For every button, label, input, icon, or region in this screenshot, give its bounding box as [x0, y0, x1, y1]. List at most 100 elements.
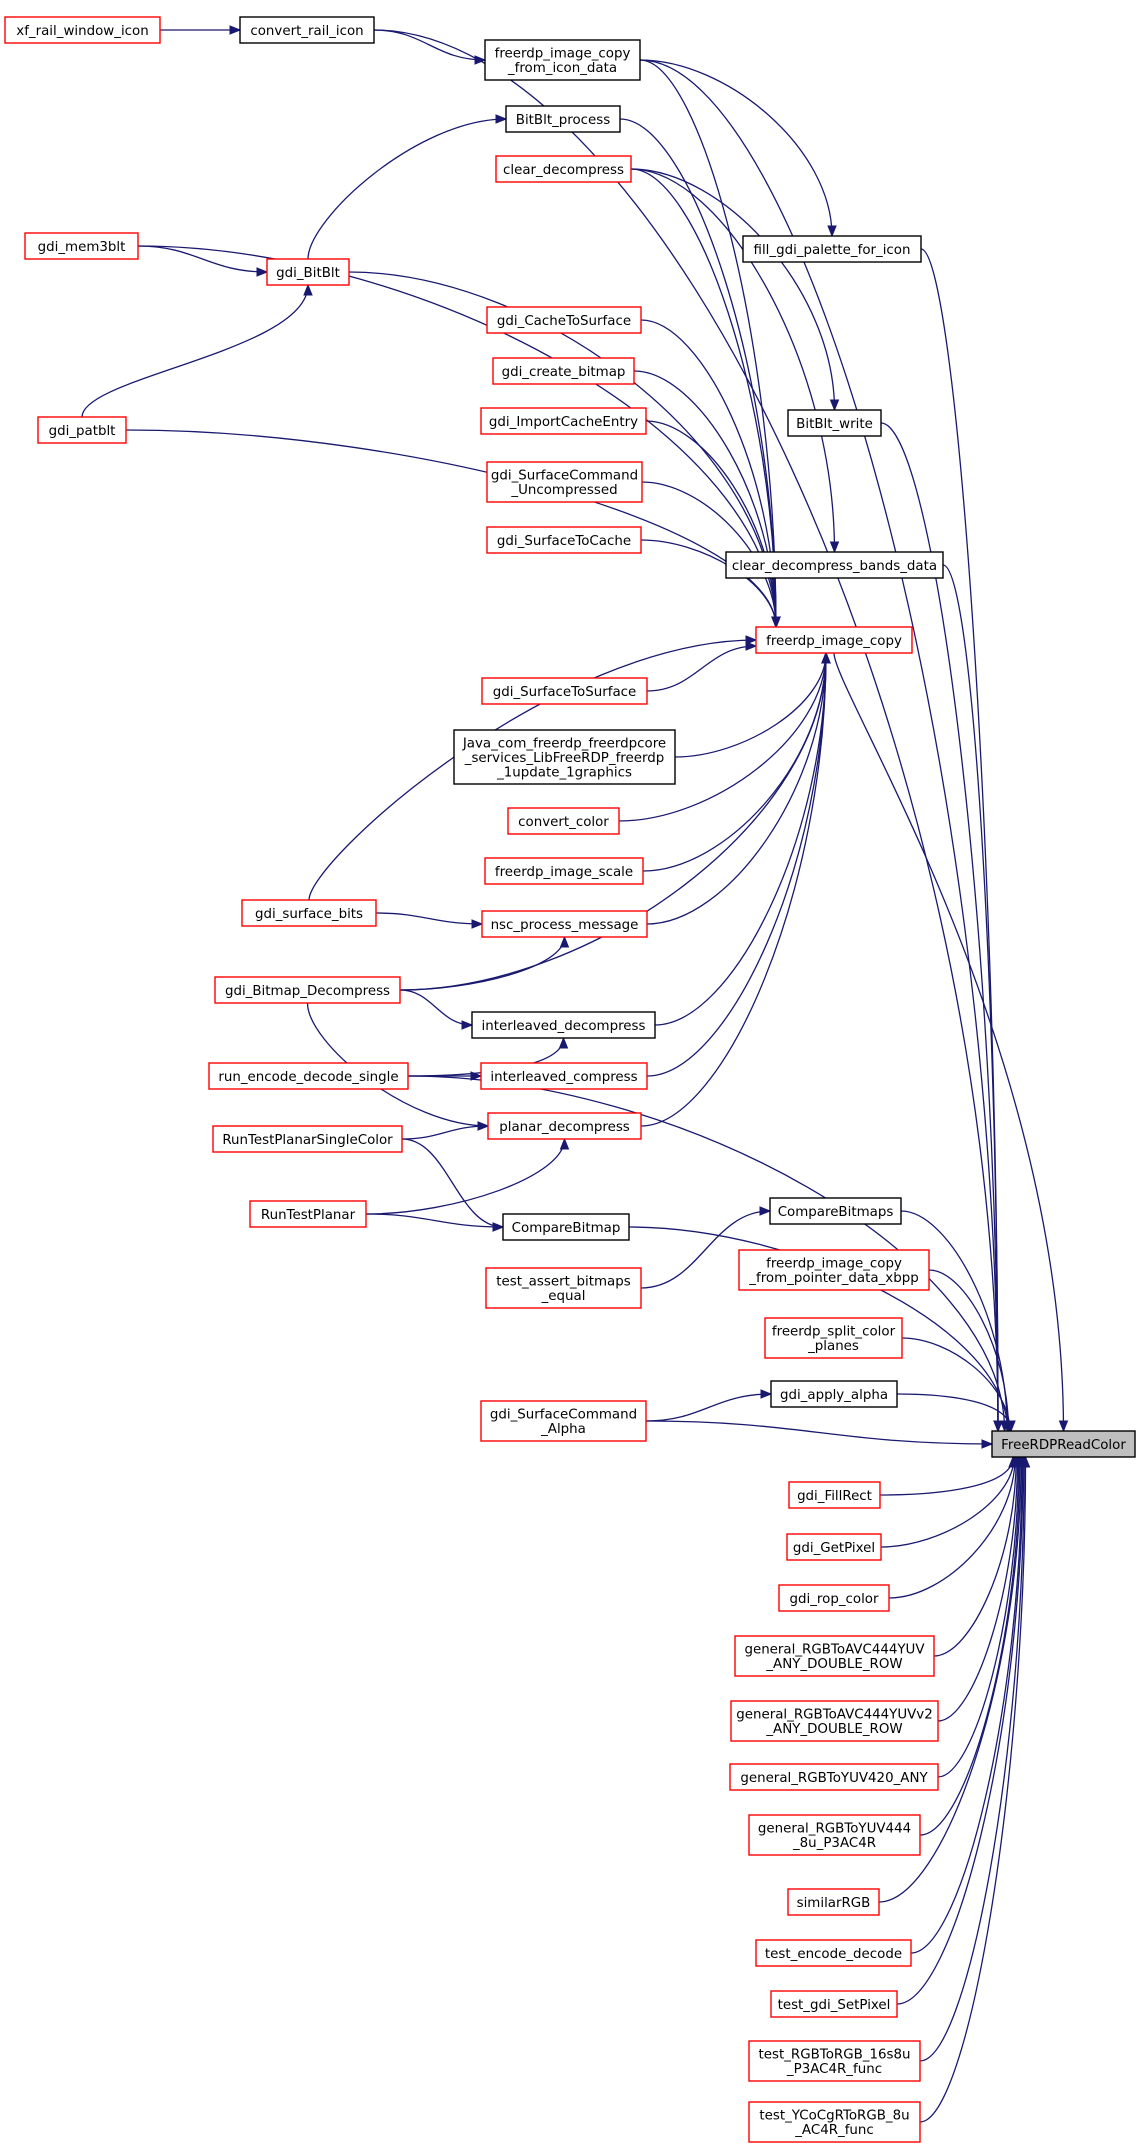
edge-line	[879, 1456, 1014, 1496]
node-interleaved-compress[interactable]: interleaved_compress	[480, 1062, 648, 1090]
edge-line	[307, 118, 507, 260]
node-fic-xbpp[interactable]: freerdp_image_copy_from_pointer_data_xbp…	[738, 1249, 930, 1291]
node-label: _equal	[541, 1289, 586, 1304]
node-gdi-fillrect[interactable]: gdi_FillRect	[788, 1481, 881, 1509]
node-clear-decompress[interactable]: clear_decompress	[495, 155, 632, 183]
node-gyuv444[interactable]: general_RGBToYUV444_8u_P3AC4R	[748, 1814, 921, 1856]
node-box	[487, 1112, 642, 1140]
node-cdbd[interactable]: clear_decompress_bands_data	[725, 551, 944, 579]
edge-line	[910, 1456, 1023, 1954]
node-label: gdi_create_bitmap	[502, 365, 626, 380]
node-label: general_RGBToYUV444	[758, 1822, 911, 1837]
node-gsc-unc[interactable]: gdi_SurfaceCommand_Uncompressed	[486, 461, 643, 503]
node-bitblt-process[interactable]: BitBlt_process	[505, 105, 621, 133]
node-box	[492, 357, 635, 385]
arrowhead-icon	[470, 1071, 483, 1081]
node-label: RunTestPlanarSingleColor	[222, 1133, 393, 1148]
node-gdi-mem3blt[interactable]: gdi_mem3blt	[24, 232, 139, 260]
node-label: gdi_SurfaceToSurface	[493, 685, 637, 700]
arrowhead-icon	[559, 935, 570, 948]
edge-clear_decompress-to-cdbd	[630, 168, 840, 554]
node-xf-rail-window-icon[interactable]: xf_rail_window_icon	[4, 16, 161, 44]
node-gsc-alpha[interactable]: gdi_SurfaceCommand_Alpha	[480, 1400, 647, 1442]
node-label: gdi_mem3blt	[38, 240, 126, 255]
node-comparebitmaps[interactable]: CompareBitmaps	[769, 1197, 902, 1225]
node-planar-decompress[interactable]: planar_decompress	[487, 1112, 642, 1140]
node-bitblt-write[interactable]: BitBlt_write	[787, 409, 882, 437]
node-gdi-patblt[interactable]: gdi_patblt	[37, 416, 127, 444]
node-test-encode-decode[interactable]: test_encode_decode	[755, 1939, 912, 1967]
edge-line	[640, 652, 827, 1127]
node-freerdpreadcolor[interactable]: FreeRDPReadColor	[991, 1430, 1136, 1458]
node-box	[770, 1990, 898, 2018]
edge-interleaved_decompress-to-freerdp_image_copy	[654, 651, 831, 1026]
arrowhead-icon	[745, 641, 758, 651]
node-label: interleaved_compress	[490, 1070, 637, 1085]
edge-line	[401, 1125, 489, 1140]
edge-gdi_patblt-to-gdi_BitBlt	[81, 283, 313, 418]
node-g444[interactable]: general_RGBToAVC444YUV_ANY_DOUBLE_ROW	[734, 1635, 935, 1677]
node-box	[748, 2040, 921, 2082]
node-box	[991, 1430, 1136, 1458]
node-gdi-apply-alpha[interactable]: gdi_apply_alpha	[770, 1380, 898, 1408]
node-label: _1update_1graphics	[496, 765, 632, 780]
edge-gdi_BitBlt-to-BitBlt_process	[307, 114, 508, 260]
node-freerdp-image-copy[interactable]: freerdp_image_copy	[755, 626, 913, 654]
node-t16s8u[interactable]: test_RGBToRGB_16s8u_P3AC4R_func	[748, 2040, 921, 2082]
node-convert-color[interactable]: convert_color	[507, 807, 620, 835]
edge-line	[645, 420, 777, 628]
node-gdi-importcacheentry[interactable]: gdi_ImportCacheEntry	[480, 407, 647, 435]
node-runtestplanarsinglecolor[interactable]: RunTestPlanarSingleColor	[212, 1125, 403, 1153]
node-gdi-surface-bits[interactable]: gdi_surface_bits	[241, 899, 377, 927]
node-label: BitBlt_process	[516, 113, 610, 128]
node-freerdp-image-scale[interactable]: freerdp_image_scale	[484, 857, 644, 885]
node-g444v2[interactable]: general_RGBToAVC444YUVv2_ANY_DOUBLE_ROW	[730, 1700, 939, 1742]
node-gdi-bitmap-decompress[interactable]: gdi_Bitmap_Decompress	[214, 976, 401, 1004]
node-split-planes[interactable]: freerdp_split_color_planes	[764, 1317, 903, 1359]
node-label: convert_color	[518, 815, 609, 830]
edge-fic_xbpp-to-FreeRDPReadColor	[928, 1269, 1014, 1433]
node-convert-rail-icon[interactable]: convert_rail_icon	[239, 16, 375, 44]
node-gdi-surfacetocache[interactable]: gdi_SurfaceToCache	[486, 526, 642, 554]
edge-line	[933, 1456, 1017, 1657]
node-run-encode-decode-single[interactable]: run_encode_decode_single	[208, 1062, 409, 1090]
node-box	[786, 1533, 882, 1561]
node-gdi-cachetosurface[interactable]: gdi_CacheToSurface	[486, 306, 642, 334]
edge-line	[646, 652, 827, 925]
node-test-gdi-setpixel[interactable]: test_gdi_SetPixel	[770, 1990, 898, 2018]
node-fill-gdi-palette-for-icon[interactable]: fill_gdi_palette_for_icon	[742, 235, 922, 263]
node-box	[742, 235, 922, 263]
node-box	[37, 416, 127, 444]
node-gdi-surfacetosurface[interactable]: gdi_SurfaceToSurface	[481, 677, 648, 705]
edge-gsc_alpha-to-FreeRDPReadColor	[645, 1420, 994, 1449]
node-gdi-create-bitmap[interactable]: gdi_create_bitmap	[492, 357, 635, 385]
node-fic[interactable]: freerdp_image_copy_from_icon_data	[484, 39, 641, 81]
node-test-assert-bitmaps-equal[interactable]: test_assert_bitmaps_equal	[485, 1267, 642, 1309]
node-label: gdi_CacheToSurface	[497, 314, 631, 329]
node-box	[755, 626, 913, 654]
node-similarrgb[interactable]: similarRGB	[787, 1888, 880, 1916]
edge-line	[633, 370, 777, 628]
node-box	[212, 1125, 403, 1153]
node-label: gdi_GetPixel	[793, 1541, 875, 1556]
edge-line	[646, 645, 757, 692]
node-g420[interactable]: general_RGBToYUV420_ANY	[729, 1763, 939, 1791]
node-java[interactable]: Java_com_freerdp_freerdpcore_services_Li…	[453, 729, 676, 785]
node-label: gdi_ImportCacheEntry	[489, 415, 638, 430]
node-box	[486, 526, 642, 554]
node-label: gdi_SurfaceToCache	[497, 534, 631, 549]
edge-gdi_Bitmap_Decompress-to-nsc_process_message	[399, 935, 570, 991]
node-nsc-process-message[interactable]: nsc_process_message	[481, 910, 648, 938]
edge-fill_gdi_palette_for_icon-to-FreeRDPReadColor	[920, 248, 1003, 1433]
node-box	[788, 1481, 881, 1509]
node-runtestplanar[interactable]: RunTestPlanar	[249, 1200, 367, 1228]
node-gdi-rop-color[interactable]: gdi_rop_color	[778, 1584, 890, 1612]
node-gdi-bitblt[interactable]: gdi_BitBlt	[266, 258, 350, 286]
edge-line	[888, 1456, 1016, 1599]
node-gdi-getpixel[interactable]: gdi_GetPixel	[786, 1533, 882, 1561]
node-tycocg[interactable]: test_YCoCgRToRGB_8u_AC4R_func	[748, 2101, 921, 2143]
node-comparebitmap[interactable]: CompareBitmap	[502, 1213, 630, 1241]
node-interleaved-decompress[interactable]: interleaved_decompress	[471, 1011, 656, 1039]
edge-line	[880, 1456, 1015, 1548]
arrowhead-icon	[1006, 1420, 1016, 1433]
